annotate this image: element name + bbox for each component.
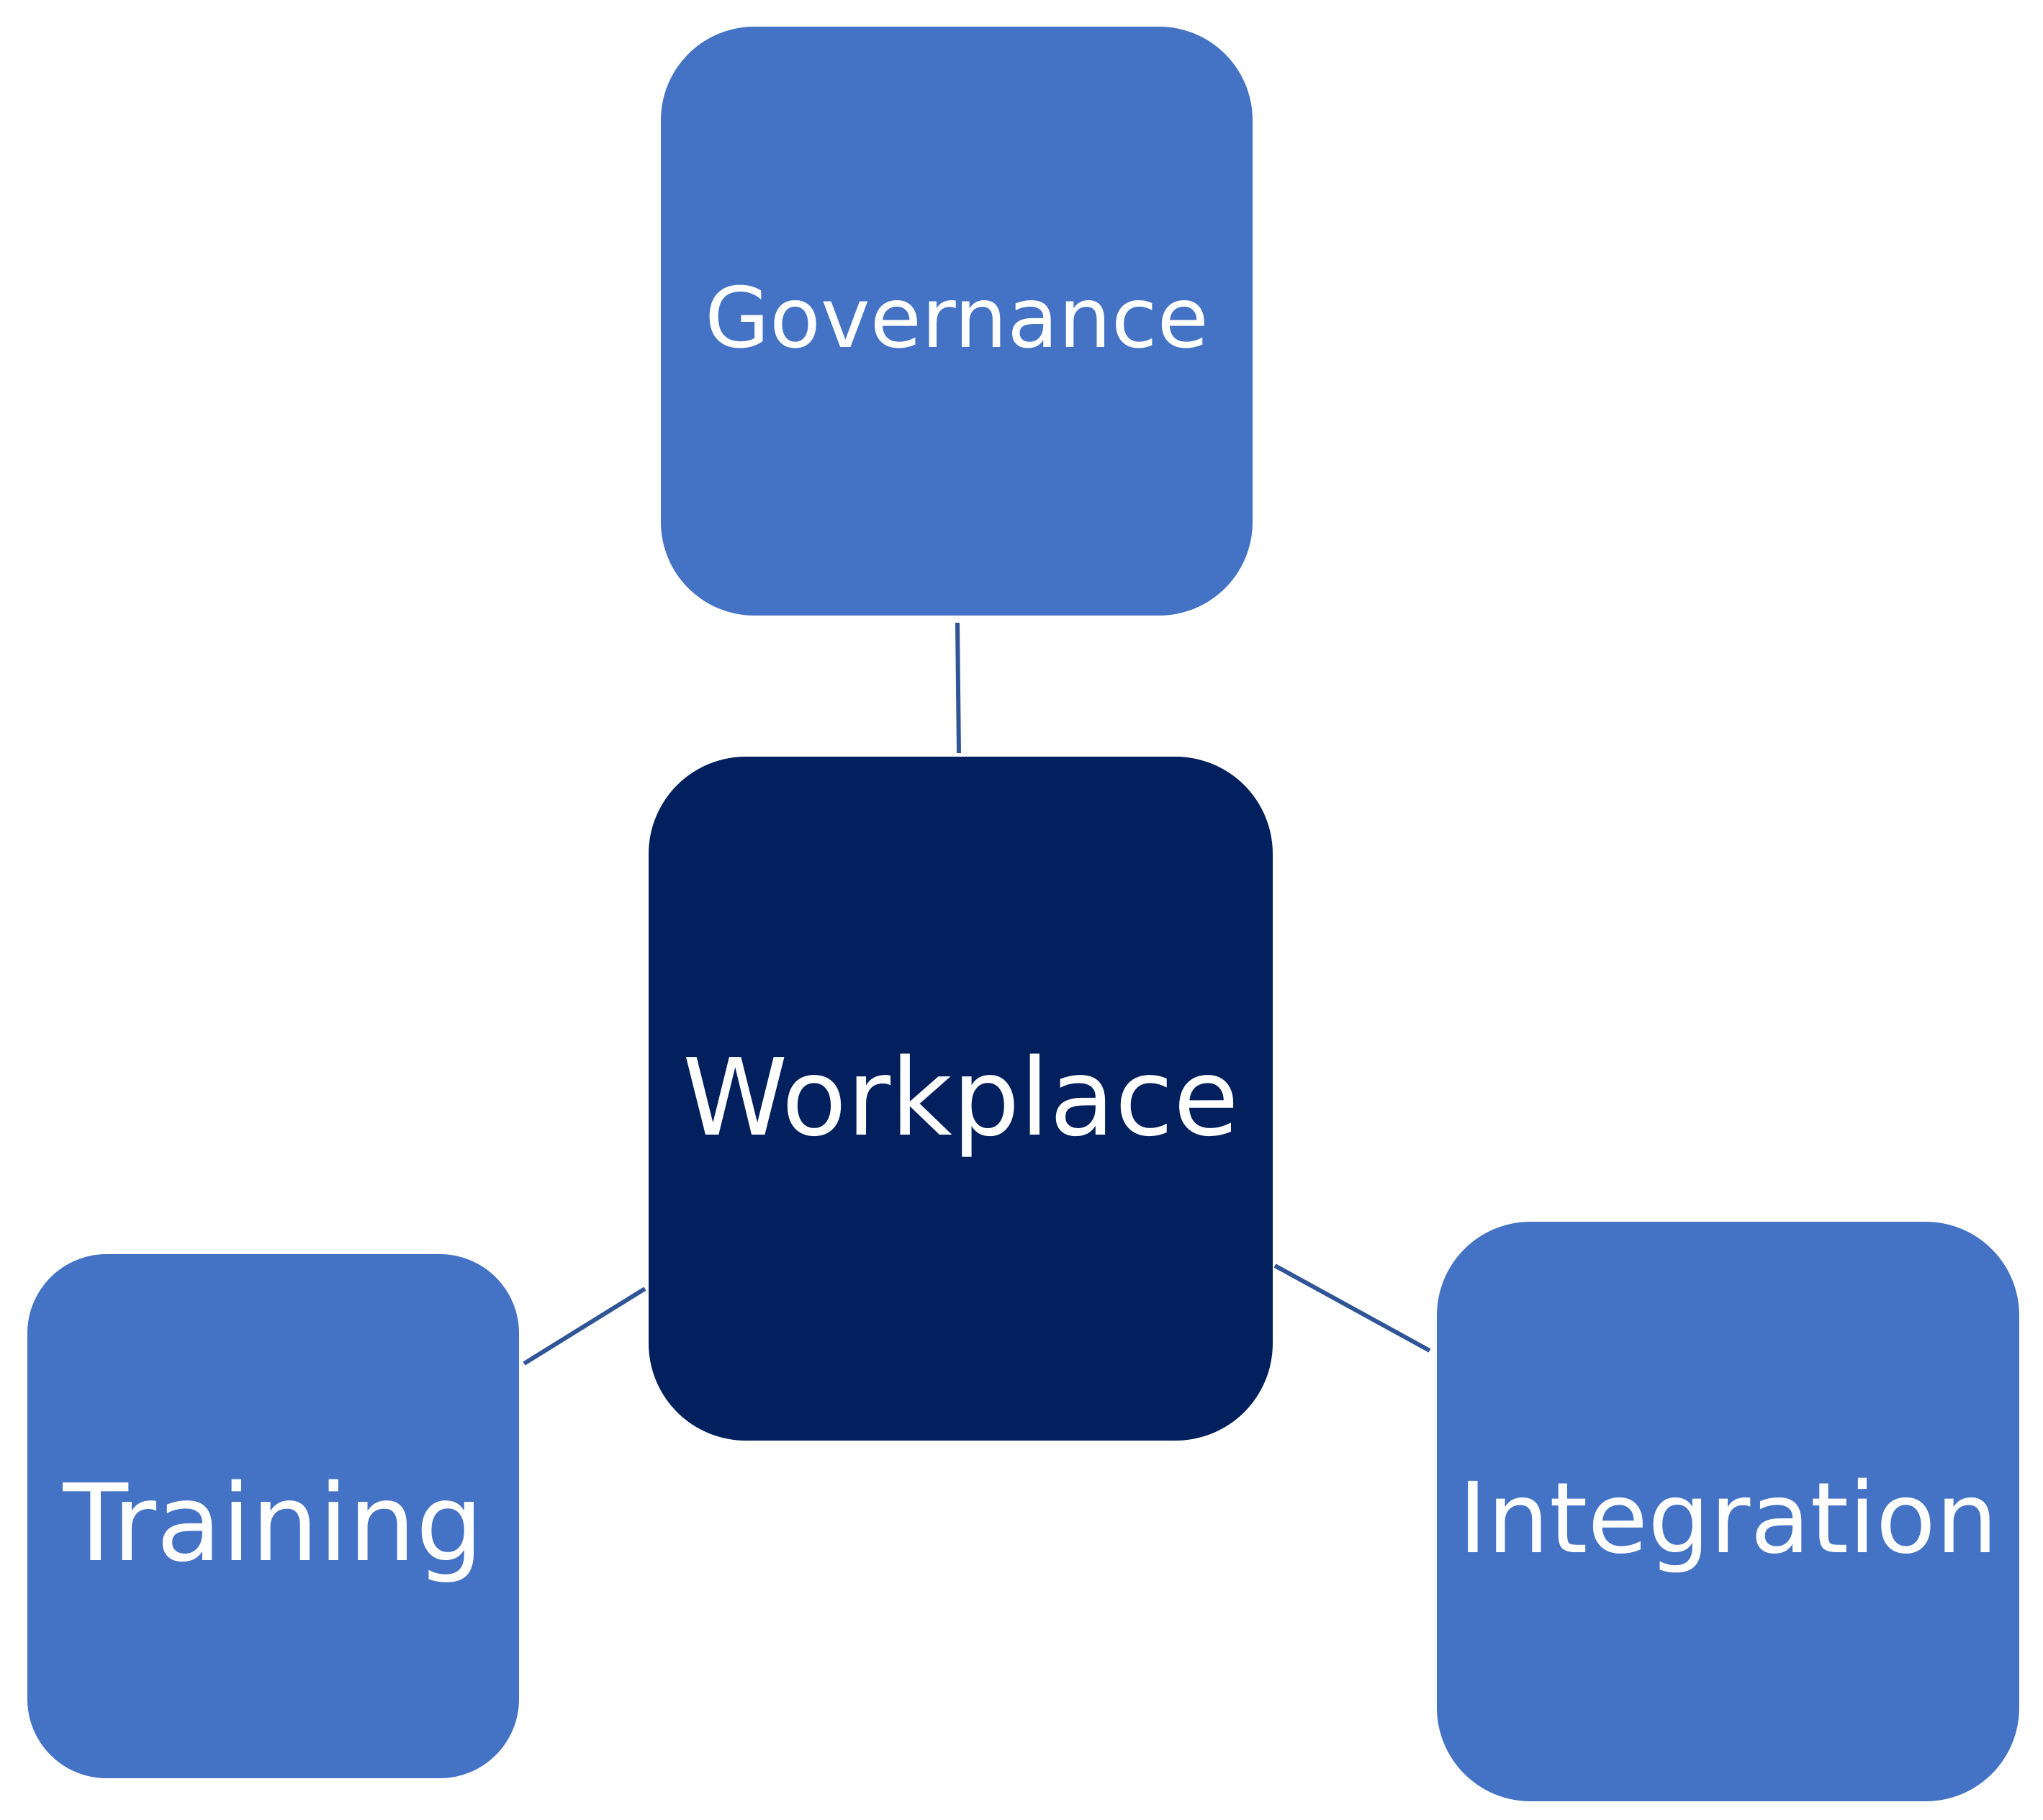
connector-governance bbox=[955, 622, 961, 754]
connector-integration bbox=[1273, 1263, 1431, 1353]
connector-training bbox=[523, 1287, 646, 1366]
integration-label: Integration bbox=[1458, 1462, 1998, 1576]
training-label: Training bbox=[63, 1461, 484, 1585]
workplace-node: Workplace bbox=[649, 757, 1273, 1441]
training-node: Training bbox=[27, 1254, 519, 1778]
workplace-label: Workplace bbox=[682, 1036, 1239, 1160]
integration-node: Integration bbox=[1437, 1222, 2019, 1801]
governance-label: Governance bbox=[705, 270, 1209, 367]
governance-node: Governance bbox=[661, 27, 1253, 616]
